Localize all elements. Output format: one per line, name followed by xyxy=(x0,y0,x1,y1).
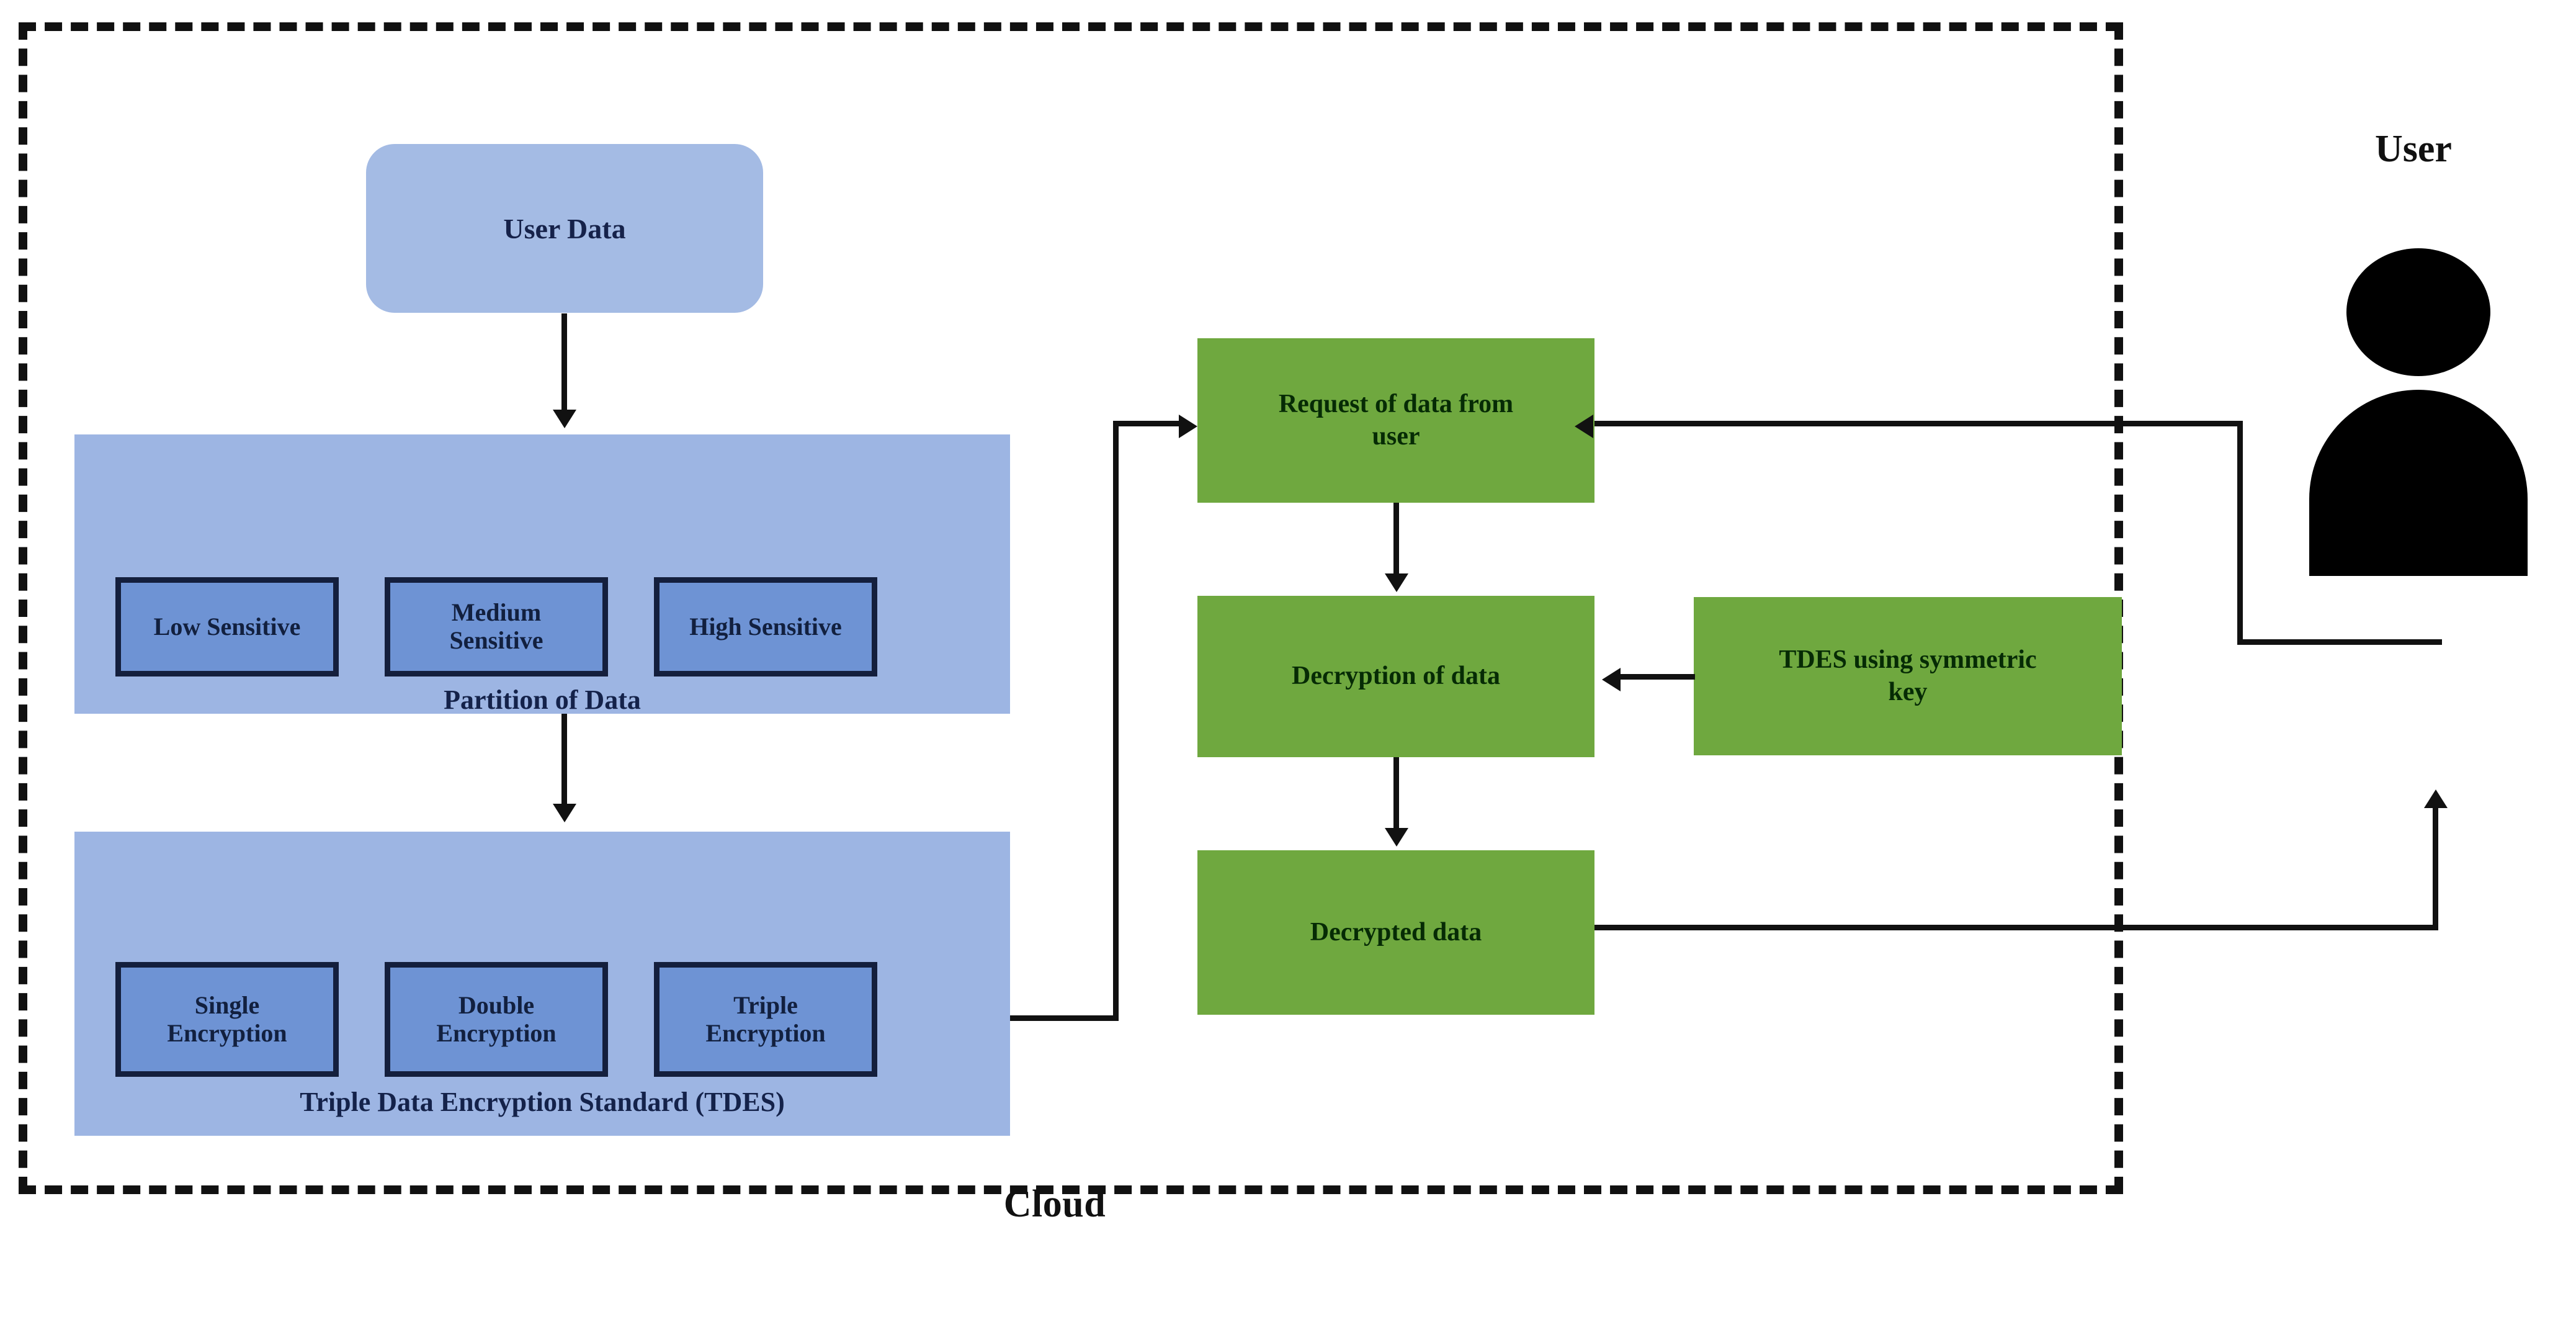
chip-medium-sensitive-label-2: Sensitive xyxy=(449,626,543,654)
tdes-chip-row: Single Encryption Double Encryption Trip… xyxy=(74,832,1010,1136)
cloud-label: Cloud xyxy=(1003,1183,1106,1225)
connector-user-request-lower xyxy=(2237,639,2442,645)
decrypted-data-node[interactable]: Decrypted data xyxy=(1197,850,1594,1015)
request-of-data-label-2: user xyxy=(1372,421,1420,451)
connector-user-request-upper xyxy=(1594,421,2242,426)
arrowhead-key-to-decryption xyxy=(1602,668,1621,691)
chip-low-sensitive-label: Low Sensitive xyxy=(153,612,301,641)
arrowhead-decrypted-to-user xyxy=(2424,789,2448,808)
chip-double-encryption-label-2: Encryption xyxy=(436,1018,557,1047)
arrowhead-tdes-to-request xyxy=(1179,415,1197,438)
connector-partition-to-tdes xyxy=(561,714,567,807)
request-of-data-label-1: Request of data from xyxy=(1278,390,1514,419)
chip-medium-sensitive[interactable]: Medium Sensitive xyxy=(385,577,608,676)
partition-panel: Low Sensitive Medium Sensitive High Sens… xyxy=(74,434,1010,715)
connector-decryption-to-decrypted xyxy=(1393,757,1399,830)
chip-triple-encryption-label-1: Triple xyxy=(733,991,798,1019)
chip-medium-sensitive-label-1: Medium xyxy=(451,598,542,627)
chip-high-sensitive-label: High Sensitive xyxy=(689,612,842,641)
tdes-symmetric-key-label-2: key xyxy=(1888,677,1928,706)
tdes-symmetric-key-label-1: TDES using symmetric xyxy=(1779,645,2037,675)
user-body-icon xyxy=(2309,390,2528,576)
partition-chip-row: Low Sensitive Medium Sensitive High Sens… xyxy=(74,434,1010,715)
connector-tdes-exit-horizontal xyxy=(1010,1015,1119,1021)
request-of-data-node[interactable]: Request of data from user xyxy=(1197,338,1594,503)
tdes-symmetric-key-node[interactable]: TDES using symmetric key xyxy=(1694,597,2122,755)
chip-single-encryption-label-1: Single xyxy=(194,991,260,1019)
chip-double-encryption-label-1: Double xyxy=(458,991,535,1019)
chip-triple-encryption[interactable]: Triple Encryption xyxy=(654,962,877,1077)
tdes-caption: Triple Data Encryption Standard (TDES) xyxy=(300,1087,785,1117)
connector-userdata-to-partition xyxy=(561,313,567,413)
chip-triple-encryption-label-2: Encryption xyxy=(705,1018,826,1047)
arrowhead-request-to-decryption xyxy=(1385,573,1408,592)
chip-single-encryption-label-2: Encryption xyxy=(167,1018,287,1047)
user-head-icon xyxy=(2346,248,2490,376)
connector-decrypted-to-user-horizontal xyxy=(1594,925,2438,930)
connector-request-to-decryption xyxy=(1393,503,1399,576)
decryption-of-data-node[interactable]: Decryption of data xyxy=(1197,596,1594,757)
connector-tdes-into-request xyxy=(1113,421,1181,426)
arrowhead-userdata-to-partition xyxy=(553,410,576,428)
chip-single-encryption[interactable]: Single Encryption xyxy=(115,962,339,1077)
chip-high-sensitive[interactable]: High Sensitive xyxy=(654,577,877,676)
connector-tdes-exit-vertical xyxy=(1113,421,1119,1020)
tdes-panel: Single Encryption Double Encryption Trip… xyxy=(74,832,1010,1136)
partition-caption: Partition of Data xyxy=(444,685,641,715)
arrowhead-user-request-to-box xyxy=(1575,415,1593,438)
user-actor-label: User xyxy=(2375,128,2452,170)
chip-double-encryption[interactable]: Double Encryption xyxy=(385,962,608,1077)
arrowhead-partition-to-tdes xyxy=(553,804,576,822)
cloud-boundary xyxy=(19,22,2123,1194)
decrypted-data-label: Decrypted data xyxy=(1310,917,1482,946)
chip-low-sensitive[interactable]: Low Sensitive xyxy=(115,577,339,676)
connector-decrypted-to-user-vertical xyxy=(2433,807,2438,930)
decryption-of-data-label: Decryption of data xyxy=(1292,662,1500,691)
arrowhead-decryption-to-decrypted xyxy=(1385,828,1408,847)
connector-user-request-vertical xyxy=(2237,421,2243,644)
connector-key-to-decryption xyxy=(1621,674,1695,680)
user-data-node[interactable]: User Data xyxy=(366,144,763,313)
